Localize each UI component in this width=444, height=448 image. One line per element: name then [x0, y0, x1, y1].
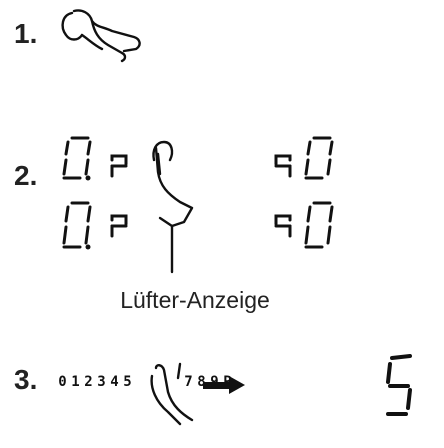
fan-segment-icon	[110, 154, 128, 178]
sequence-item: 7	[184, 374, 193, 390]
pointing-finger-icon	[150, 362, 194, 426]
seven-segment-digit-icon	[304, 201, 334, 249]
seven-segment-digit-icon	[304, 136, 334, 180]
step-1-number: 1.	[14, 18, 38, 49]
fan-segment-icon	[274, 214, 292, 238]
pointing-hand-icon	[61, 9, 141, 63]
display-caption: Lüfter-Anzeige	[120, 287, 270, 313]
arrow-right-icon	[203, 376, 245, 394]
finger-press-icon	[152, 140, 194, 274]
sequence-item: 5	[123, 374, 132, 390]
sequence-item: 1	[71, 374, 80, 390]
seven-segment-digit-icon	[62, 136, 92, 181]
sequence-item: 4	[110, 374, 119, 390]
sequence-item: 3	[97, 374, 106, 390]
sequence-item: 2	[84, 374, 93, 390]
step-2-number: 2.	[14, 160, 38, 191]
step-3-number: 3.	[14, 364, 38, 395]
seven-segment-digit-icon	[386, 354, 412, 416]
fan-segment-icon	[110, 214, 128, 238]
fan-segment-icon	[274, 154, 292, 178]
sequence-item: 8	[197, 374, 206, 390]
seven-segment-digit-icon	[62, 201, 92, 250]
sequence-item: 0	[58, 374, 67, 390]
